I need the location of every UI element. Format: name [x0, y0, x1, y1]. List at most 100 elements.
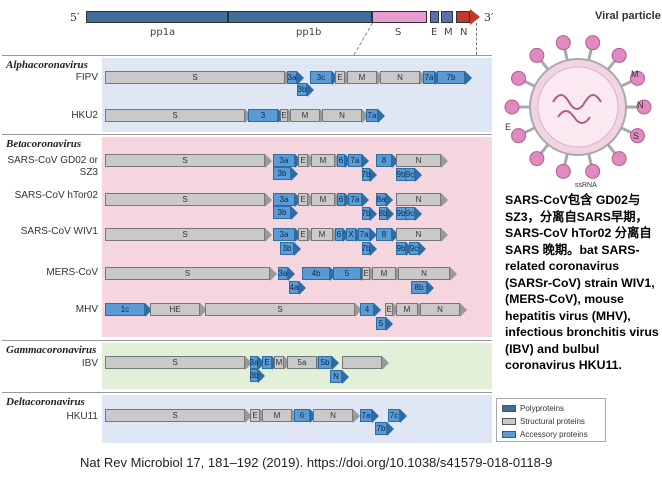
spike-head [511, 128, 527, 144]
genome-segment-n [456, 11, 470, 23]
gene-n: N [420, 303, 460, 316]
spike-head [629, 70, 645, 86]
gene-e: E [262, 356, 272, 369]
gene-arrowhead [353, 408, 360, 423]
gene-8a: 8a [376, 193, 386, 206]
label-ssrna: ssRNA [575, 182, 597, 189]
genome-segment-pp1a [86, 11, 228, 23]
legend-label: Polyproteins [520, 404, 565, 413]
gene-orf [342, 356, 382, 369]
row-label-mhv: MHV [75, 304, 98, 315]
group-title-gamma: Gammacoronavirus [6, 344, 97, 356]
gene-3b: 3b [297, 83, 307, 96]
spike-head [529, 47, 545, 63]
gene-m: M [290, 109, 320, 122]
gene-s: S [105, 356, 245, 369]
legend-item-structural: Structural proteins [502, 415, 600, 428]
gene-m: M [347, 71, 377, 84]
gene-7a: 7a [358, 228, 370, 241]
row-label-sars-gd02: SARS-CoV GD02 or SZ3 [7, 155, 98, 178]
gene-n: N [396, 228, 441, 241]
spike-head [555, 35, 571, 51]
gene-arrowhead [400, 408, 407, 423]
genome-map: 5′ 3′ pp1a pp1b S E M N [0, 0, 500, 42]
gene-arrowhead [265, 153, 272, 168]
gene-s: S [105, 228, 265, 241]
gene-arrowhead [370, 167, 377, 182]
gene-arrowhead [392, 153, 399, 168]
gene-9c: 9c [405, 168, 415, 181]
gene-arrowhead [386, 316, 393, 331]
gene-arrowhead [307, 82, 314, 97]
gene-s: S [205, 303, 355, 316]
gene-arrowhead [450, 266, 457, 281]
spike-head [611, 151, 627, 167]
gene-arrowhead [419, 241, 426, 256]
label-e: E [505, 122, 511, 132]
spike-head [629, 128, 645, 144]
genome-label-e: E [431, 27, 438, 38]
gene-n: N [313, 409, 353, 422]
annotation-note: SARS-CoV包含 GD02与SZ3，分离自SARS早期，SARS-CoV h… [505, 193, 659, 372]
label-s: S [633, 131, 639, 141]
spike-head [529, 151, 545, 167]
gene-7a: 7a [366, 109, 378, 122]
gene-7b: 7b [437, 71, 465, 84]
viral-particle-title: Viral particle [595, 10, 661, 22]
viral-particle-illustration: M N E S ssRNA [504, 35, 652, 189]
legend-swatch [502, 405, 516, 412]
genome-label-pp1b: pp1b [296, 27, 322, 38]
gene-arrowhead [355, 302, 362, 317]
gene-5b: 5b [318, 356, 332, 369]
gene-e: E [298, 228, 308, 241]
row-label-sars-wiv1: SARS-CoV WIV1 [20, 226, 98, 237]
gene-8: 8 [376, 154, 392, 167]
gene-e: E [298, 154, 308, 167]
gene-arrowhead [378, 108, 385, 123]
gene-e: E [385, 303, 393, 316]
gene-8b: 8b [378, 207, 388, 220]
gene-arrowhead [387, 421, 394, 436]
gene-arrowhead [441, 227, 448, 242]
gene-arrowhead [299, 280, 306, 295]
label-n: N [637, 100, 644, 110]
gene-1c: 1c [105, 303, 145, 316]
gene-n: N [330, 370, 342, 383]
gene-arrowhead [270, 266, 277, 281]
gene-arrowhead [291, 205, 298, 220]
gene-6: 6 [294, 409, 310, 422]
gene-3: 3 [248, 109, 278, 122]
gene-n: N [396, 154, 441, 167]
spike-head [511, 70, 527, 86]
gene-m: M [396, 303, 418, 316]
gene-arrowhead [245, 408, 252, 423]
genome-label-s: S [395, 27, 402, 38]
gene-3b: 3b [280, 242, 294, 255]
gene-x: X [346, 228, 356, 241]
gene-3a: 3a [278, 267, 288, 280]
gene-arrowhead [465, 70, 472, 85]
gene-arrowhead [427, 280, 434, 295]
gene-7a: 7a [423, 71, 435, 84]
gene-e: E [298, 193, 308, 206]
gene-7c: 7c [388, 409, 400, 422]
gene-arrowhead [382, 355, 389, 370]
five-prime-label: 5′ [70, 11, 80, 24]
gene-9b: 9b [396, 242, 406, 255]
gene-arrowhead [386, 192, 393, 207]
gene-arrowhead [441, 153, 448, 168]
gene-8: 8 [376, 228, 392, 241]
gene-4a: 4a [289, 281, 299, 294]
gene-he: HE [150, 303, 200, 316]
group-title-alpha: Alphacoronavirus [6, 59, 88, 71]
gene-arrowhead [258, 368, 265, 383]
gene-7a: 7a [348, 154, 362, 167]
gene-9c: 9c [409, 242, 419, 255]
gene-s: S [105, 71, 285, 84]
citation: Nat Rev Microbiol 17, 181–192 (2019). ht… [80, 455, 553, 470]
gene-5: 5 [376, 317, 386, 330]
genome-segment-pp1b [228, 11, 372, 23]
gene-arrowhead [362, 192, 369, 207]
gene-n: N [396, 193, 441, 206]
gene-arrowhead [372, 408, 379, 423]
